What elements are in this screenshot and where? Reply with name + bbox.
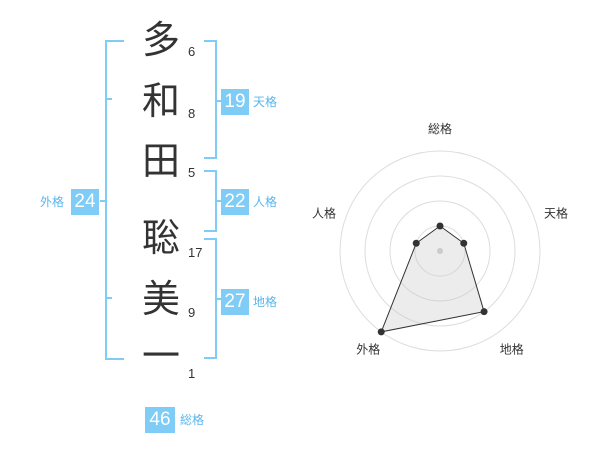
name-char-2: 和 (141, 79, 180, 123)
name-char-1: 多 (141, 18, 180, 62)
soukaku-label: 総格 (180, 413, 205, 427)
radar-point-総格 (436, 222, 444, 230)
radar-point-地格 (480, 308, 488, 316)
radar-axis-label: 地格 (500, 342, 524, 357)
name-char-6: 一 (141, 334, 180, 378)
name-char-4: 聡 (141, 216, 180, 260)
stroke-count-6: 1 (188, 366, 196, 381)
tenkaku-bracket (204, 40, 217, 159)
gaikaku-label: 外格 (40, 195, 65, 209)
stroke-count-3: 5 (188, 165, 196, 180)
chikaku-value: 27 (221, 289, 249, 315)
name-char-5: 美 (141, 277, 180, 321)
radar-axis-label: 外格 (356, 342, 380, 357)
soukaku-value: 46 (145, 407, 175, 433)
radar-center (437, 248, 443, 254)
radar-ring-2 (389, 200, 491, 302)
gaikaku-value: 24 (71, 189, 99, 215)
jinkaku-value: 22 (221, 189, 249, 215)
chikaku-label: 地格 (253, 295, 278, 309)
radar-axis-label: 総格 (428, 121, 452, 136)
radar-axis-label: 人格 (312, 205, 336, 220)
chikaku-bracket (204, 238, 217, 359)
stroke-count-5: 9 (188, 305, 196, 320)
jinkaku-bracket (204, 170, 217, 232)
stroke-count-4: 17 (188, 245, 203, 260)
radar-point-外格 (377, 328, 385, 336)
radar-point-天格 (460, 239, 468, 247)
jinkaku-label: 人格 (253, 195, 278, 209)
radar-ring-4 (339, 150, 541, 352)
gaikaku-bracket (105, 40, 124, 360)
radar-series (380, 225, 485, 333)
tenkaku-value: 19 (221, 89, 249, 115)
radar-axis-label: 天格 (544, 205, 568, 220)
tenkaku-label: 天格 (253, 95, 278, 109)
brackets (100, 40, 222, 360)
stroke-count-2: 8 (188, 106, 196, 121)
radar-ring-3 (364, 175, 516, 327)
name-char-3: 田 (141, 139, 180, 183)
radar-point-人格 (412, 239, 420, 247)
stroke-count-1: 6 (188, 44, 196, 59)
